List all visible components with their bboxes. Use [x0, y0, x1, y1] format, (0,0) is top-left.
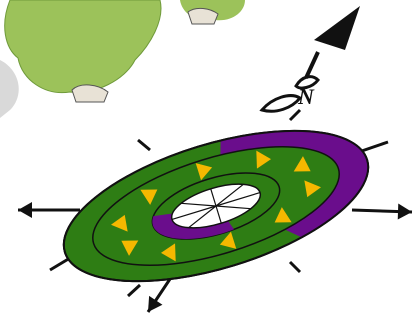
gravel-path — [0, 60, 19, 118]
direction-tick — [128, 285, 140, 296]
north-label: N — [297, 84, 315, 109]
direction-tick — [138, 140, 150, 150]
background-landscape — [0, 0, 245, 118]
north-arrow-icon: N — [262, 6, 360, 111]
roundabout — [47, 101, 385, 312]
direction-tick — [50, 258, 70, 270]
direction-tick — [290, 110, 300, 120]
direction-arrow-icon — [352, 204, 412, 220]
direction-arrow-icon — [18, 202, 80, 218]
tree-canopy — [5, 0, 161, 93]
direction-tick — [290, 262, 300, 272]
